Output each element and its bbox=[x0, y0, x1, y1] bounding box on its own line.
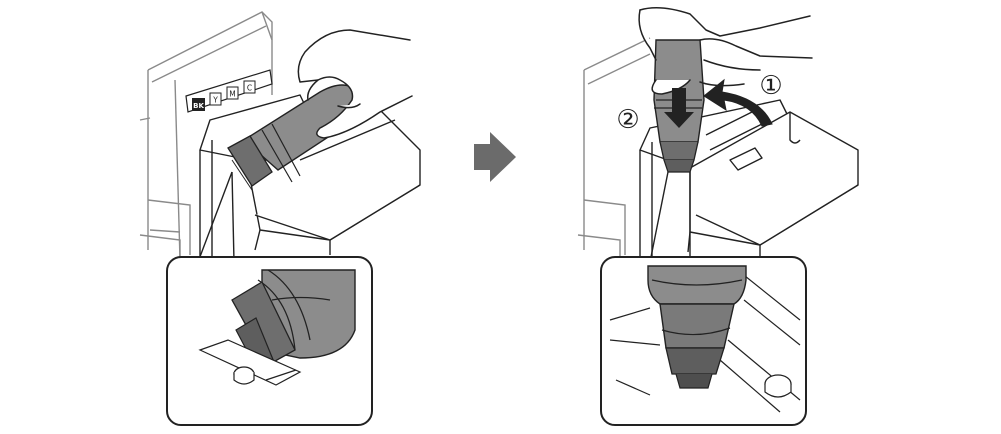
printer-body-right bbox=[577, 37, 651, 262]
slot-label-y: Y bbox=[212, 96, 218, 105]
step-marker-2: ② bbox=[616, 105, 639, 135]
right-step-panel: ① ② bbox=[577, 7, 859, 426]
ink-tank-unit bbox=[199, 94, 421, 262]
zoom-inset-right bbox=[600, 256, 807, 426]
slot-label-y-box bbox=[209, 92, 222, 106]
zoom-leader-lines-right bbox=[649, 171, 691, 263]
left-step-panel: BK Y M C bbox=[139, 11, 421, 426]
slot-label-c: C bbox=[247, 84, 252, 93]
zoom-leader-lines bbox=[197, 171, 235, 263]
down-arrow-icon bbox=[664, 88, 694, 128]
printer-body bbox=[139, 11, 273, 262]
right-arrow-icon bbox=[474, 132, 516, 182]
slot-label-bk: BK bbox=[193, 102, 204, 110]
zoom-inset-left bbox=[166, 256, 373, 426]
ink-slot-labels: BK Y M C bbox=[185, 69, 273, 113]
step-marker-1: ① bbox=[759, 71, 782, 101]
slot-label-m-box bbox=[226, 86, 239, 100]
hand-left bbox=[297, 29, 413, 139]
slot-label-bk-box bbox=[192, 98, 205, 111]
slot-label-c-box bbox=[243, 80, 256, 94]
curved-arrow-icon bbox=[703, 78, 773, 127]
slot-label-m: M bbox=[229, 90, 235, 99]
